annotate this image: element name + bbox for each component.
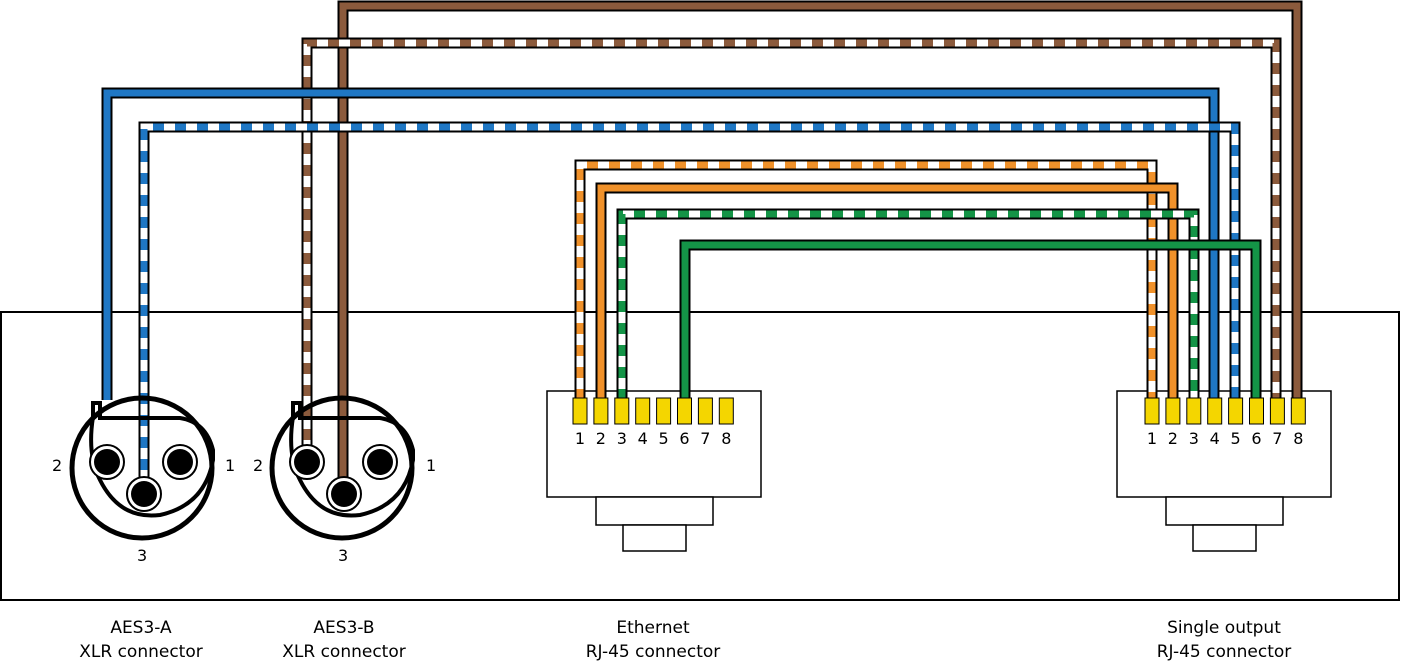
output-caption-subtitle: RJ-45 connector — [1157, 642, 1292, 662]
xlr-pin-group — [89, 444, 398, 512]
wire-orange — [595, 182, 1179, 400]
rj45-pin-number: 7 — [1272, 429, 1282, 448]
wire-brown-white — [301, 37, 1282, 462]
wire-green — [679, 239, 1262, 400]
rj45-pin-number: 4 — [638, 429, 648, 448]
xlr-b-caption-subtitle: XLR connector — [282, 642, 406, 662]
rj45-pin-number: 2 — [1168, 429, 1178, 448]
rj45-pin-number: 6 — [1251, 429, 1261, 448]
rj45-pin-number: 3 — [1189, 429, 1199, 448]
rj45-pin-group — [572, 397, 1306, 425]
rj45-pin — [656, 397, 672, 425]
xlr-pin-socket — [326, 476, 362, 512]
rj45-pin-number: 1 — [575, 429, 585, 448]
rj45-pin — [1165, 397, 1181, 425]
xlr-a-caption-subtitle: XLR connector — [79, 642, 203, 662]
rj45-pin-number: 8 — [1293, 429, 1303, 448]
xlr-a-caption-title: AES3-A — [110, 618, 172, 638]
xlr-pin-socket — [289, 444, 325, 480]
xlr-pin-socket — [89, 444, 125, 480]
rj45-pin — [1207, 397, 1223, 425]
ethernet-caption-title: Ethernet — [616, 618, 690, 638]
rj45-pin — [1228, 397, 1244, 425]
ethernet-caption-subtitle: RJ-45 connector — [586, 642, 721, 662]
rj45-pin-number: 3 — [617, 429, 627, 448]
output-caption-title: Single output — [1167, 618, 1281, 638]
xlr-b-pin-3-label: 3 — [338, 546, 348, 565]
rj45-pin — [718, 397, 734, 425]
rj45-pin-number: 5 — [659, 429, 669, 448]
rj45-pin-number: 2 — [596, 429, 606, 448]
rj45-pin — [1269, 397, 1285, 425]
rj45-pin-number: 4 — [1210, 429, 1220, 448]
xlr-a-pin-3-label: 3 — [137, 546, 147, 565]
rj45-pin — [593, 397, 609, 425]
rj45-pin — [677, 397, 692, 425]
wire-group — [101, 0, 1303, 492]
rj45-pin-number: 8 — [721, 429, 731, 448]
rj45-pin — [614, 397, 630, 425]
xlr-b-pin-2-label: 2 — [253, 456, 263, 475]
rj45-pin-number: 6 — [679, 429, 689, 448]
wire-brown — [337, 0, 1303, 492]
xlr-a-pin-1-label: 1 — [225, 456, 235, 475]
xlr-b-pin-1-label: 1 — [426, 456, 436, 475]
rj45-pin — [1186, 397, 1202, 425]
rj45-pin — [1144, 397, 1160, 425]
wire-orange-white — [574, 159, 1158, 400]
rj45-pin — [1290, 397, 1306, 425]
rj45-pin-number: 7 — [700, 429, 710, 448]
rj45-pin-number: 1 — [1147, 429, 1157, 448]
xlr-a-pin-2-label: 2 — [52, 456, 62, 475]
xlr-pin-socket — [162, 444, 198, 480]
xlr-pin-socket — [362, 444, 398, 480]
rj45-pin-number: 5 — [1231, 429, 1241, 448]
rj45-pin — [1249, 397, 1264, 425]
xlr-pin-socket — [126, 476, 162, 512]
xlr-b-caption-title: AES3-B — [313, 618, 374, 638]
wire-blue-white — [138, 121, 1241, 492]
wire-green-white — [616, 208, 1200, 400]
rj45-pin — [697, 397, 713, 425]
rj45-pin — [635, 397, 651, 425]
rj45-pin — [572, 397, 588, 425]
